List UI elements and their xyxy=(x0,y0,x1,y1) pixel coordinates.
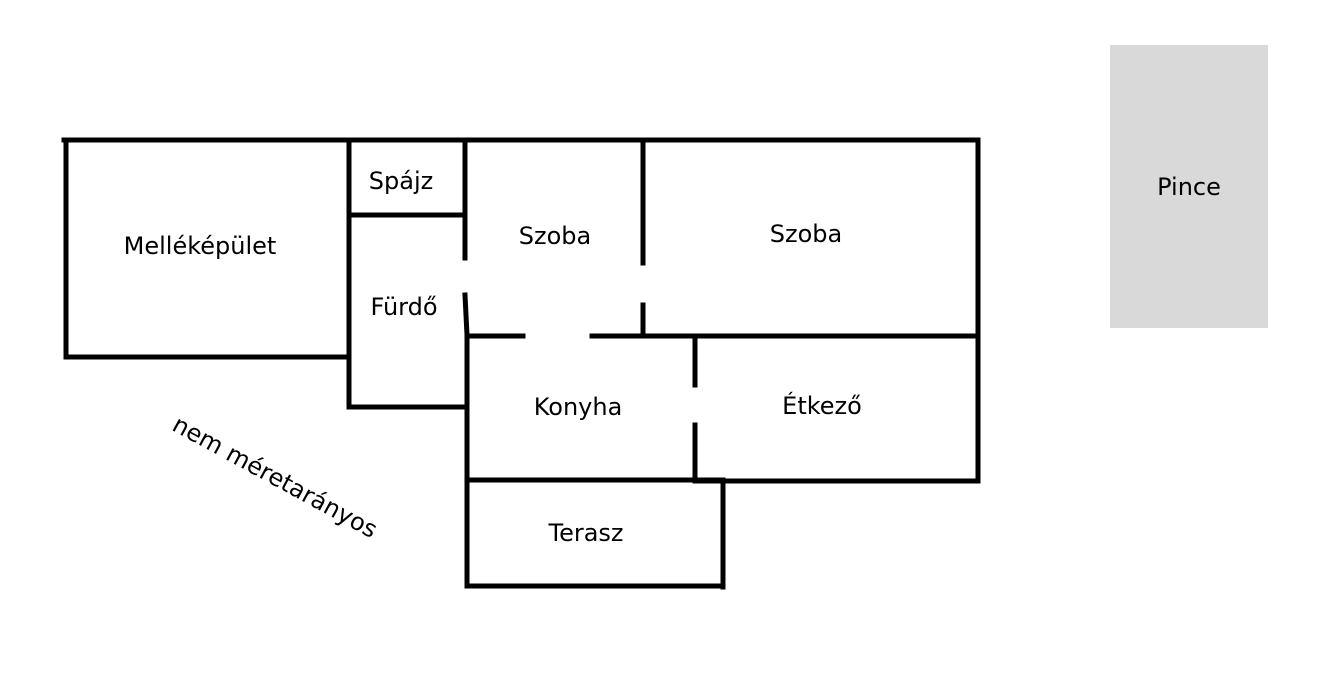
wall xyxy=(462,292,470,338)
terrace-label: Terasz xyxy=(548,519,624,547)
cellar-block: Pince xyxy=(1110,45,1268,328)
room2-label: Szoba xyxy=(769,220,843,248)
bathroom-label: Fürdő xyxy=(370,293,438,321)
room1-label: Szoba xyxy=(518,222,592,250)
cellar-label: Pince xyxy=(1157,172,1221,201)
dining-label: Étkező xyxy=(782,392,862,420)
annex-label: Melléképület xyxy=(123,232,277,260)
pantry-label: Spájz xyxy=(368,167,434,195)
kitchen-label: Konyha xyxy=(533,393,623,421)
